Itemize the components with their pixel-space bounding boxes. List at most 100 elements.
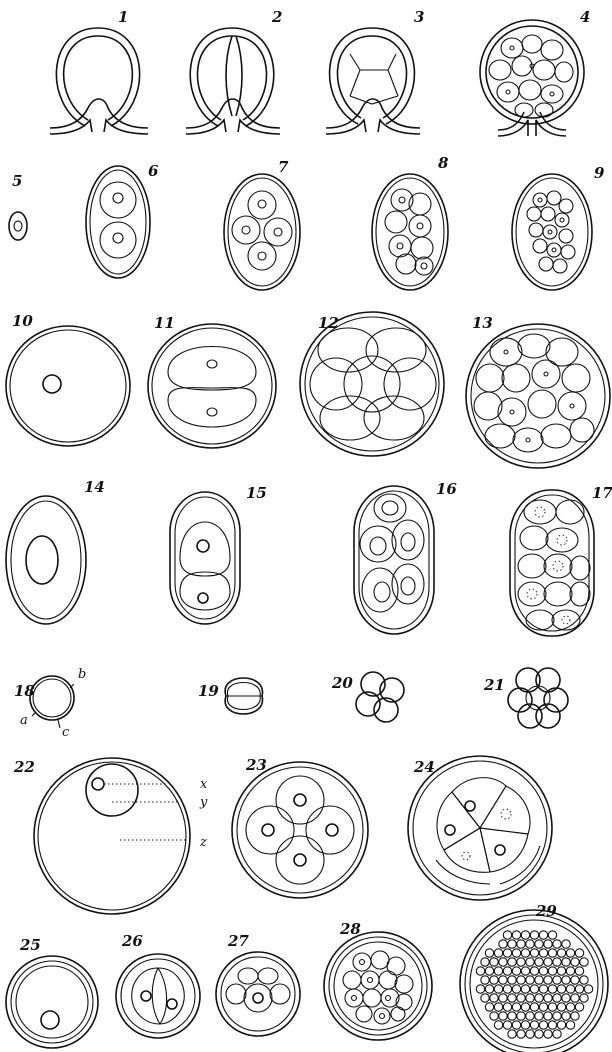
cell bbox=[557, 1003, 565, 1011]
cell bbox=[499, 958, 507, 966]
part-label: y bbox=[199, 795, 208, 810]
cell bbox=[571, 976, 579, 984]
cell bbox=[508, 1012, 516, 1020]
cell bbox=[535, 1030, 543, 1038]
cell bbox=[481, 958, 489, 966]
cell bbox=[494, 985, 502, 993]
cell bbox=[494, 967, 502, 975]
cell bbox=[553, 994, 561, 1002]
part-label: c bbox=[62, 725, 70, 740]
cell bbox=[494, 1021, 502, 1029]
cell bbox=[503, 985, 511, 993]
cell bbox=[544, 994, 552, 1002]
figure-20: 20 bbox=[331, 672, 404, 722]
figure-number: 23 bbox=[245, 756, 267, 774]
cell bbox=[526, 994, 534, 1002]
cell bbox=[503, 931, 511, 939]
cell bbox=[512, 967, 520, 975]
cell bbox=[530, 1021, 538, 1029]
cell bbox=[562, 1012, 570, 1020]
cell bbox=[539, 931, 547, 939]
cell bbox=[571, 994, 579, 1002]
cell bbox=[517, 958, 525, 966]
cell bbox=[490, 1012, 498, 1020]
cell bbox=[512, 985, 520, 993]
cell bbox=[521, 967, 529, 975]
figure-number: 26 bbox=[121, 932, 143, 950]
cell bbox=[517, 940, 525, 948]
figure-number: 10 bbox=[12, 312, 33, 330]
cell bbox=[539, 967, 547, 975]
cell bbox=[553, 940, 561, 948]
cell bbox=[539, 1003, 547, 1011]
figure-12: 12 bbox=[300, 312, 444, 456]
cell bbox=[503, 967, 511, 975]
part-label: x bbox=[200, 777, 208, 792]
figure-9: 9 bbox=[512, 164, 605, 290]
cell bbox=[499, 994, 507, 1002]
cell bbox=[544, 976, 552, 984]
cell bbox=[490, 958, 498, 966]
cell bbox=[535, 976, 543, 984]
part-label: a bbox=[20, 713, 28, 728]
cell bbox=[530, 1003, 538, 1011]
figure-24: 24 bbox=[408, 756, 552, 900]
cell bbox=[553, 958, 561, 966]
cell bbox=[485, 1003, 493, 1011]
figure-7: 7 bbox=[224, 158, 300, 290]
cell bbox=[499, 976, 507, 984]
figure-number: 8 bbox=[438, 154, 449, 172]
figure-number: 22 bbox=[13, 758, 35, 776]
cell bbox=[580, 958, 588, 966]
figure-6: 6 bbox=[86, 162, 159, 278]
cell bbox=[566, 949, 574, 957]
cell bbox=[553, 976, 561, 984]
cell bbox=[575, 1003, 583, 1011]
cell bbox=[508, 1030, 516, 1038]
figure-number: 19 bbox=[198, 682, 219, 700]
cell bbox=[503, 1021, 511, 1029]
cell bbox=[512, 1003, 520, 1011]
cell bbox=[548, 985, 556, 993]
cell bbox=[548, 949, 556, 957]
figure-22: 22 x y z bbox=[13, 758, 208, 914]
figure-10: 10 bbox=[6, 312, 130, 446]
cell bbox=[553, 1030, 561, 1038]
figure-27: 27 bbox=[216, 932, 300, 1036]
cell bbox=[485, 967, 493, 975]
cell bbox=[517, 1012, 525, 1020]
figure-16: 16 bbox=[354, 480, 457, 634]
cell bbox=[562, 940, 570, 948]
cell bbox=[557, 985, 565, 993]
cell bbox=[539, 985, 547, 993]
figure-number: 7 bbox=[278, 158, 289, 176]
cell bbox=[571, 958, 579, 966]
cell bbox=[481, 994, 489, 1002]
cell bbox=[539, 1021, 547, 1029]
cell bbox=[499, 940, 507, 948]
figure-5: 5 bbox=[9, 172, 27, 240]
figure-29: 29 bbox=[460, 902, 608, 1052]
cell bbox=[530, 931, 538, 939]
cell bbox=[548, 931, 556, 939]
figure-number: 2 bbox=[271, 8, 282, 26]
cell bbox=[557, 967, 565, 975]
figure-14: 14 bbox=[6, 478, 105, 624]
cell bbox=[580, 976, 588, 984]
cell bbox=[548, 967, 556, 975]
figure-23: 23 bbox=[232, 756, 368, 898]
cell bbox=[526, 976, 534, 984]
cell bbox=[485, 949, 493, 957]
cell bbox=[575, 967, 583, 975]
figure-number: 17 bbox=[592, 484, 612, 502]
cell bbox=[503, 949, 511, 957]
figure-26: 26 bbox=[116, 932, 200, 1038]
figure-number: 20 bbox=[331, 674, 353, 692]
cell bbox=[521, 985, 529, 993]
cell bbox=[517, 976, 525, 984]
cell bbox=[517, 994, 525, 1002]
cell bbox=[476, 985, 484, 993]
figure-number: 9 bbox=[594, 164, 605, 182]
figure-1: 1 bbox=[50, 8, 148, 134]
